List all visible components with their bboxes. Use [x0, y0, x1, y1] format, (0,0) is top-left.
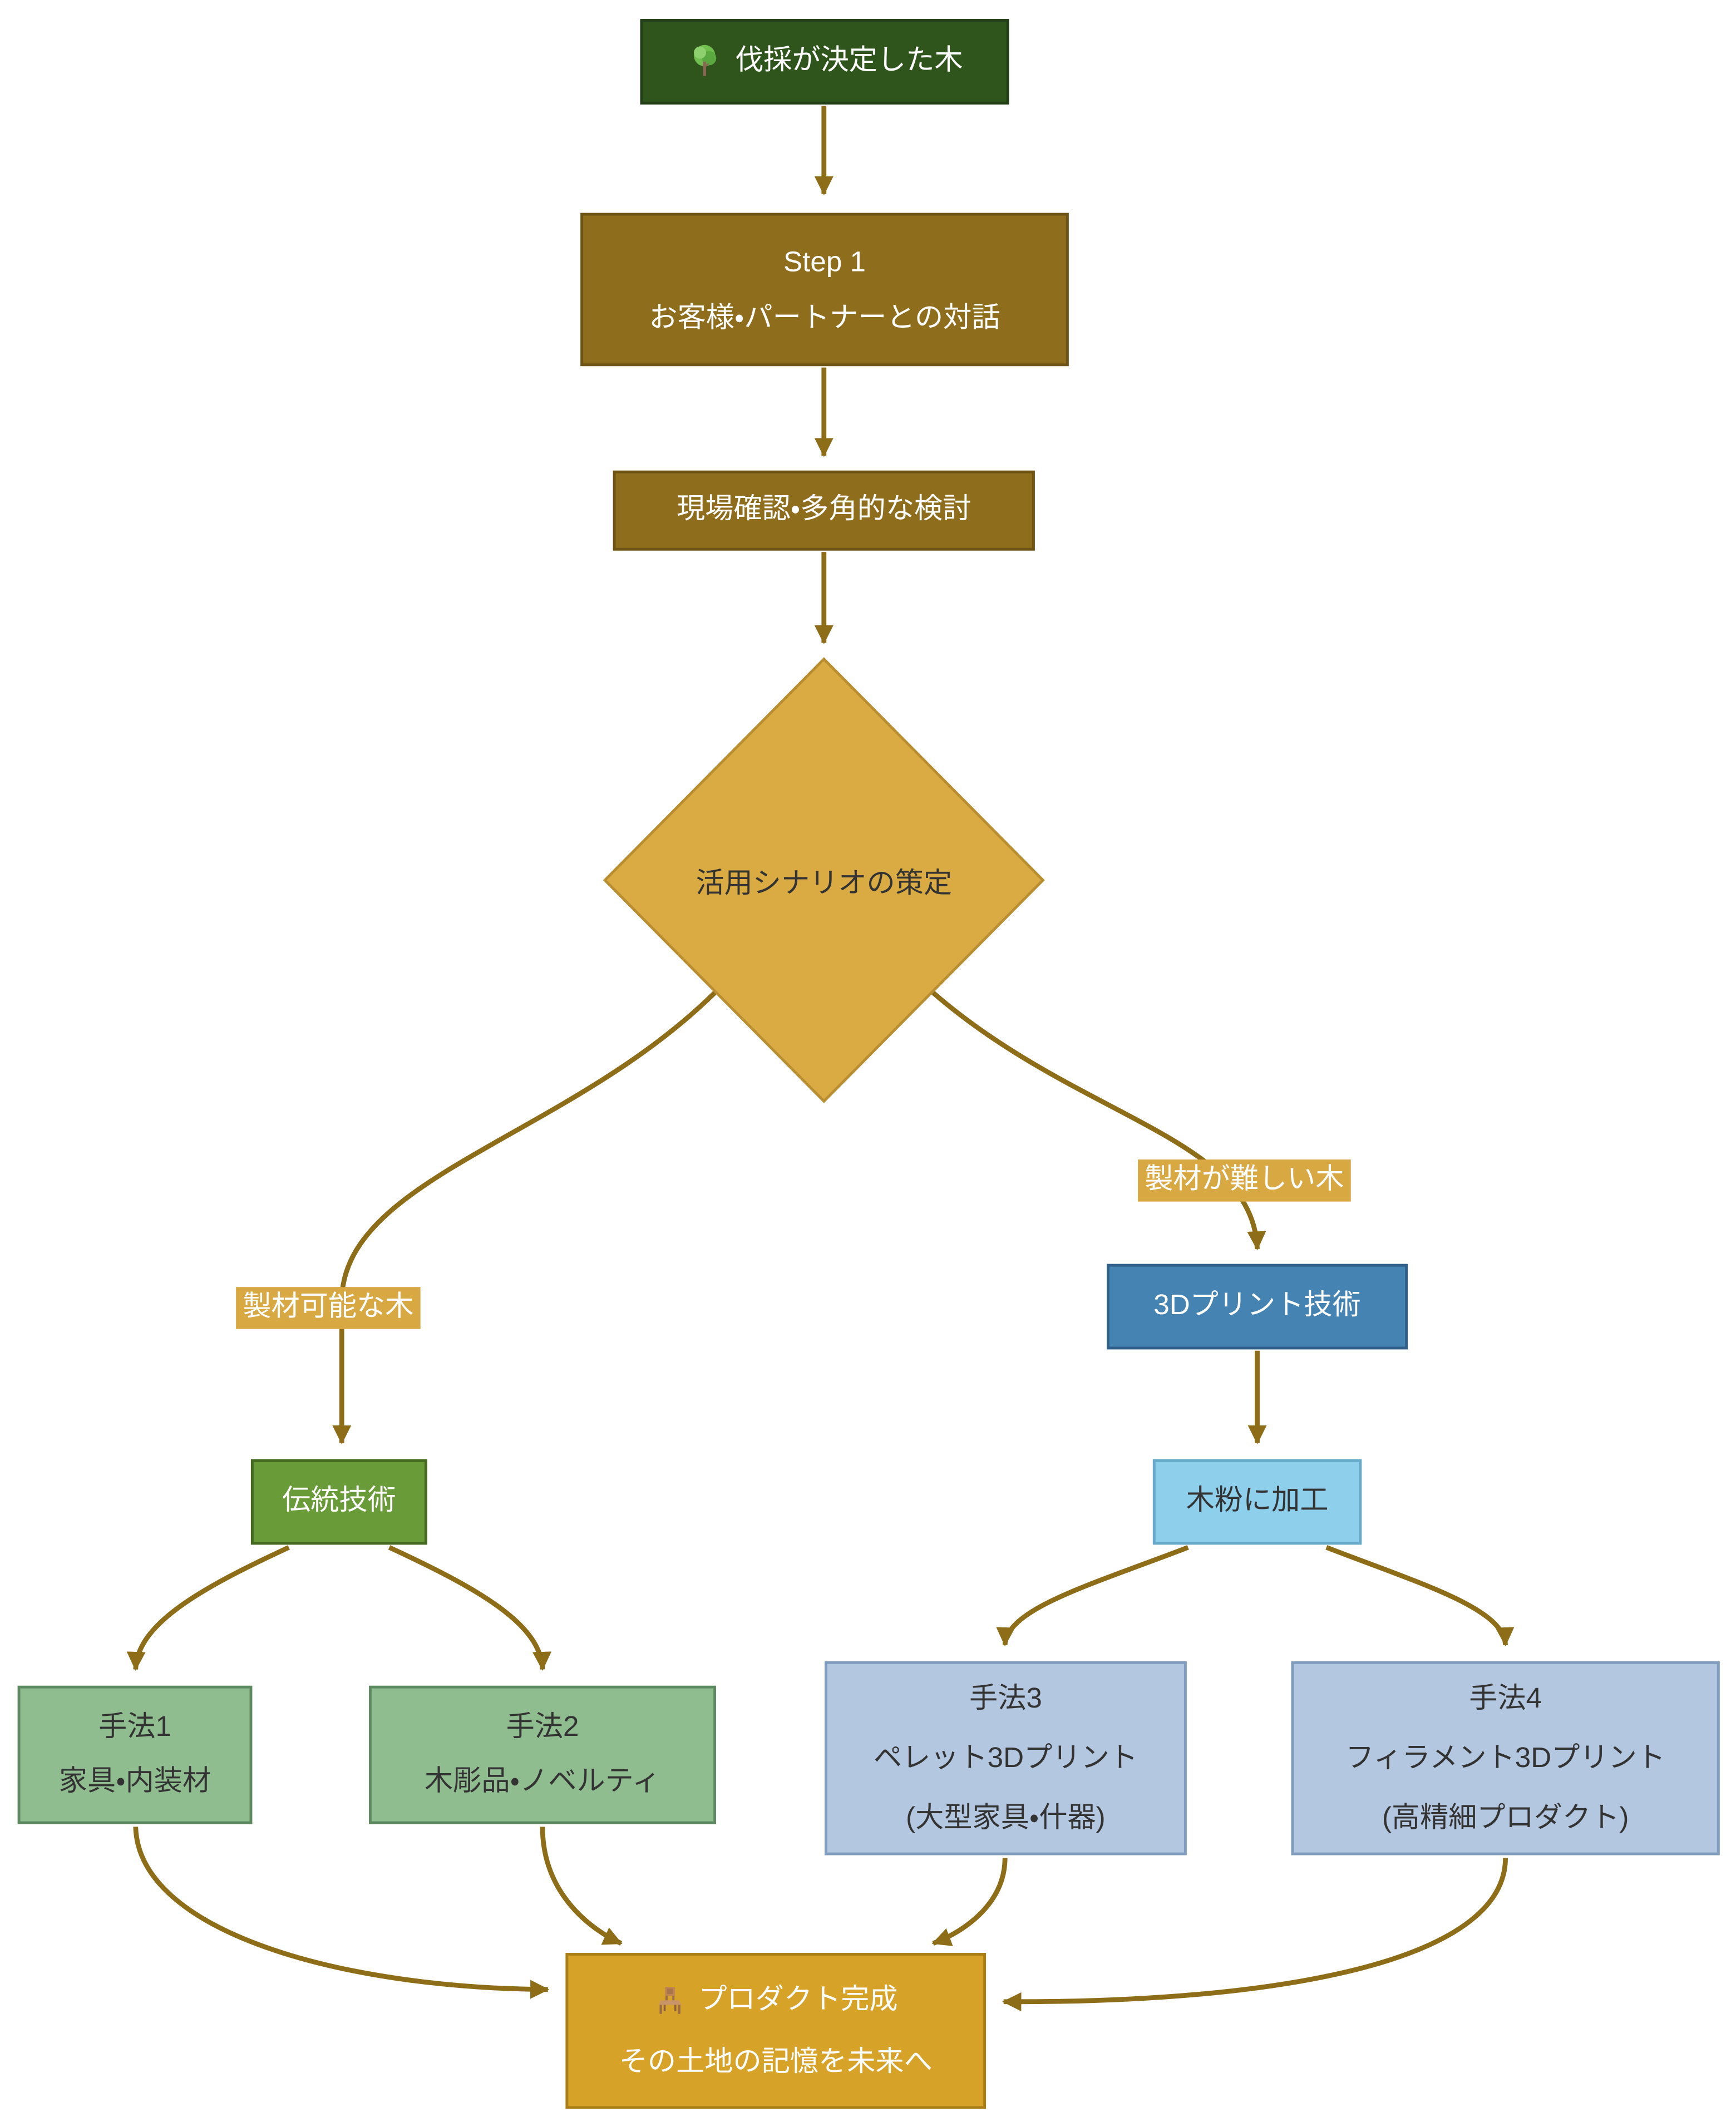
node-method2-subtitle: 木彫品・ノベルティ [425, 1765, 660, 1797]
node-method1-title: 手法1 [98, 1711, 171, 1743]
edge-woodpowder-to-method3 [996, 1545, 1189, 1647]
node-method2-title: 手法2 [506, 1711, 579, 1743]
decision-diamond-label: 活用シナリオの策定 [696, 868, 953, 900]
edge-decision-to-printtech [931, 990, 1266, 1251]
node-method1-subtitle: 家具・内装材 [58, 1765, 211, 1797]
node-step1-title: Step 1 [783, 246, 866, 278]
tree-icon [694, 45, 717, 76]
node-method4-note: (高精細プロダクト) [1382, 1802, 1629, 1833]
edge-method4-to-product [1002, 1858, 1508, 2011]
node-method4-subtitle: フィラメント3Dプリント [1345, 1741, 1665, 1774]
node-print-tech: 3Dプリント技術 [1107, 1264, 1408, 1350]
node-method4: 手法4 フィラメント3Dプリント (高精細プロダクト) [1291, 1661, 1720, 1856]
node-method3-title: 手法3 [969, 1682, 1042, 1714]
node-wood-powder-label: 木粉に加工 [1186, 1485, 1329, 1517]
node-method3-subtitle: ペレット3Dプリント [873, 1741, 1138, 1774]
node-method3-note: (大型家具・什器) [906, 1802, 1106, 1833]
node-felled-tree: 伐採が決定した木 [640, 19, 1009, 105]
node-method2: 手法2 木彫品・ノベルティ [369, 1685, 716, 1824]
edge-decision-to-traditional [332, 991, 717, 1444]
node-wood-powder: 木粉に加工 [1152, 1459, 1362, 1545]
node-product-done: プロダクト完成 その土地の記憶を未来へ [565, 1953, 987, 2109]
edge-label-sawable: 製材可能な木 [236, 1287, 421, 1329]
edge-label-hard-to-saw: 製材が難しい木 [1138, 1159, 1351, 1202]
edge-method1-to-product [133, 1827, 550, 1999]
node-step1-subtitle: お客様・パートナーとの対話 [649, 302, 1000, 333]
chair-icon [658, 1986, 682, 2014]
node-site-check: 現場確認・多角的な検討 [613, 470, 1035, 551]
node-print-tech-label: 3Dプリント技術 [1153, 1290, 1361, 1321]
edge-traditional-to-method1 [126, 1545, 290, 1671]
node-felled-tree-label: 伐採が決定した木 [735, 45, 963, 77]
node-method3: 手法3 ペレット3Dプリント (大型家具・什器) [825, 1661, 1187, 1856]
node-site-check-label: 現場確認・多角的な検討 [677, 494, 971, 526]
node-method1: 手法1 家具・内装材 [17, 1685, 253, 1824]
edge-traditional-to-method2 [388, 1545, 552, 1671]
edge-method2-to-product [540, 1827, 623, 1946]
decision-diamond [603, 657, 1045, 1103]
edge-woodpowder-to-method4 [1325, 1545, 1515, 1647]
node-step1: Step 1 お客様・パートナーとの対話 [580, 213, 1069, 367]
node-traditional-tech: 伝統技術 [250, 1459, 427, 1545]
node-product-done-title: プロダクト完成 [698, 1983, 898, 2015]
node-method4-title: 手法4 [1469, 1682, 1542, 1714]
edge-method3-to-product [931, 1858, 1008, 1946]
node-traditional-tech-label: 伝統技術 [282, 1485, 396, 1517]
node-product-done-subtitle: その土地の記憶を未来へ [619, 2045, 933, 2077]
